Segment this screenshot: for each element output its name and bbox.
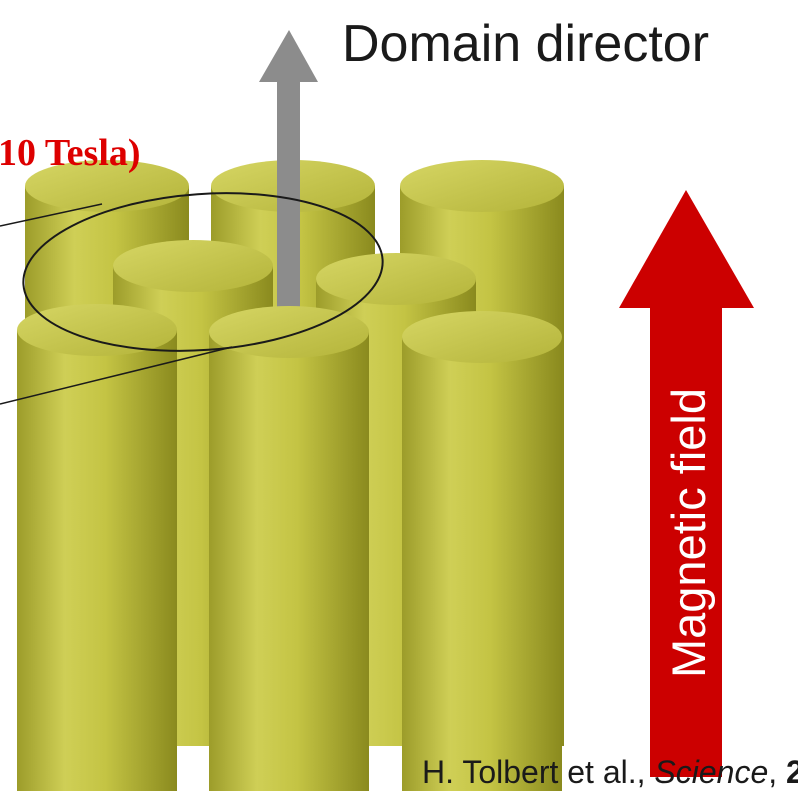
- citation-volume: 278: [786, 754, 798, 790]
- callout-line-lower: [0, 346, 233, 405]
- cylinder-front-right: [402, 311, 562, 791]
- citation: H. Tolbert et al., Science, 278, 264: [422, 754, 798, 790]
- citation-authors: H. Tolbert et al.,: [422, 754, 654, 790]
- field-strength-label: 10 Tesla): [0, 132, 141, 174]
- magnetic-field-label: Magnetic field: [662, 388, 715, 678]
- citation-sep1: ,: [768, 754, 786, 790]
- cylinder-front-left: [17, 304, 177, 791]
- magnetic-field-arrow: Magnetic field: [619, 190, 754, 777]
- domain-director-label: Domain director: [342, 15, 709, 73]
- domain-director-arrow: [259, 30, 318, 318]
- cylinder-front-center: [209, 306, 369, 791]
- citation-journal: Science: [654, 754, 768, 790]
- highlight-ellipse: [22, 192, 384, 352]
- callout-line-upper: [0, 203, 103, 227]
